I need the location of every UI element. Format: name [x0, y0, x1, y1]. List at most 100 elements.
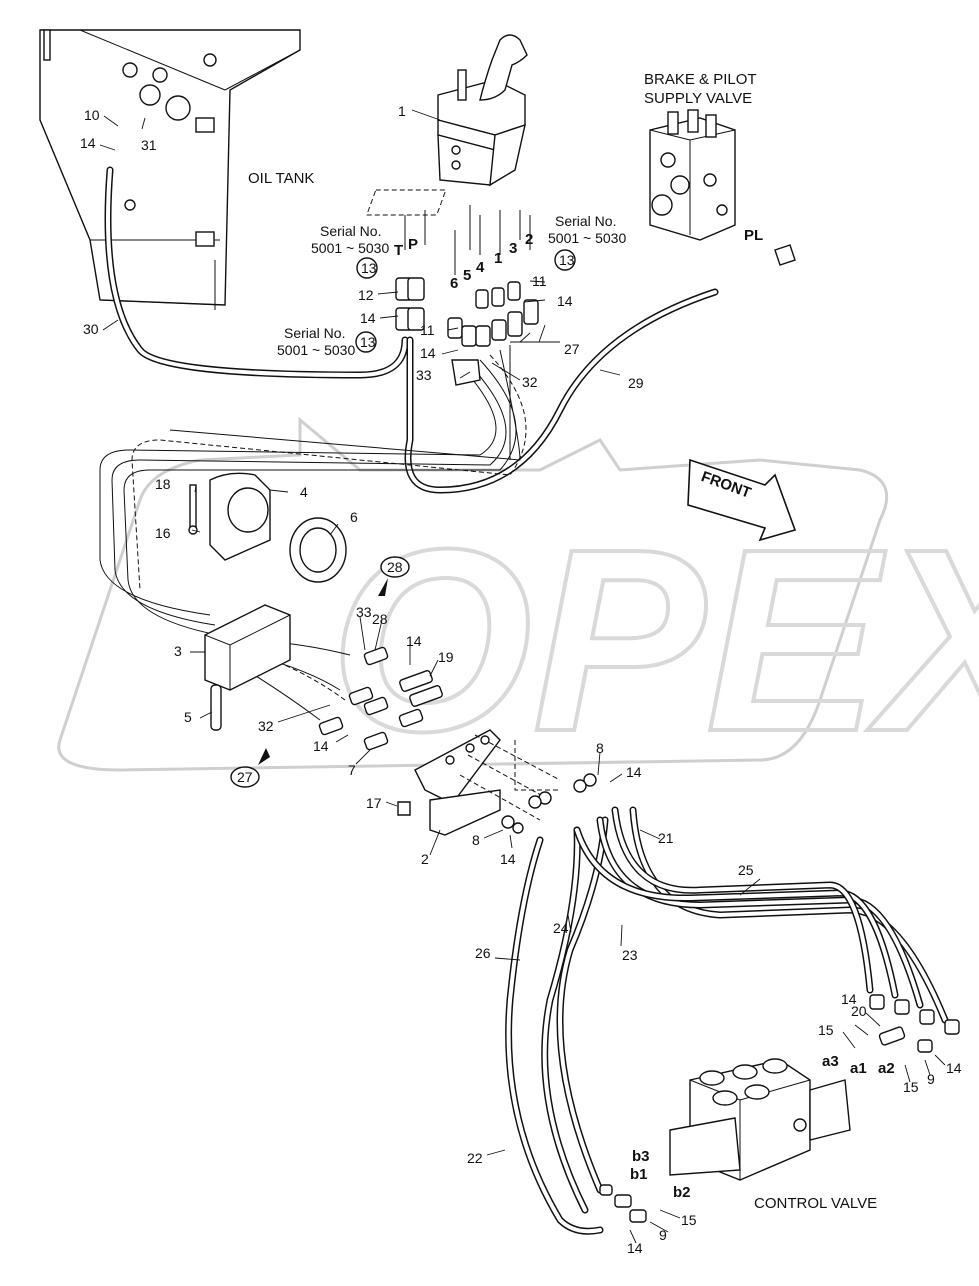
callout: 15: [681, 1212, 697, 1228]
pilot-joystick: [366, 34, 528, 216]
callout: 30: [83, 321, 99, 337]
callout: 14: [841, 991, 857, 1007]
port-label-b3: b3: [632, 1148, 650, 1165]
callout: 26: [475, 945, 491, 961]
circle-callout-icon: [356, 257, 378, 279]
circle-callouts: [230, 249, 576, 788]
callout: 28: [372, 611, 388, 627]
port-label-p: P: [408, 236, 418, 253]
callout: 11: [532, 273, 547, 289]
callout: 13: [361, 260, 377, 276]
clamp-parts: [188, 472, 347, 731]
callout: 17: [366, 795, 382, 811]
arrow-callout-icon: [378, 578, 388, 596]
front-arrow-icon: FRONT: [687, 458, 797, 542]
port-label-6: 6: [450, 275, 458, 292]
serial-1-range: 5001 ~ 5030: [311, 240, 389, 256]
callout: 14: [313, 738, 329, 754]
port-label-3: 3: [509, 240, 517, 257]
callout: 11: [420, 322, 435, 338]
port-labels: T P 6 5 4 1 3 2 a1 a2 a3 b1 b2 b3: [394, 231, 895, 1201]
arrow-callout-icon: [258, 748, 270, 765]
callout: 14: [946, 1060, 962, 1076]
callout: 21: [658, 830, 674, 846]
callout: 12: [358, 287, 374, 303]
callout: 33: [416, 367, 432, 383]
joystick-fittings: [395, 205, 539, 386]
control-valve-label: CONTROL VALVE: [754, 1195, 877, 1212]
port-label-b1: b1: [630, 1166, 648, 1183]
port-label-2: 2: [525, 231, 533, 248]
watermark: OPEX: [57, 416, 979, 788]
callout: 3: [174, 643, 182, 659]
port-label-a1: a1: [850, 1060, 867, 1077]
circle-callout-icon: [230, 766, 260, 788]
callout: 2: [421, 851, 429, 867]
port-label-b2: b2: [673, 1184, 691, 1201]
port-label-a2: a2: [878, 1060, 895, 1077]
callout: 25: [738, 862, 754, 878]
brake-valve-title-1: BRAKE & PILOT: [644, 71, 757, 88]
callout: 28: [387, 559, 403, 575]
callout: 32: [258, 718, 274, 734]
callout: 16: [155, 525, 171, 541]
callout: 8: [596, 740, 604, 756]
callout: 1: [398, 103, 406, 119]
callout: 32: [522, 374, 538, 390]
callout: 14: [420, 345, 436, 361]
port-label-5: 5: [463, 267, 471, 284]
serial-2-prefix: Serial No.: [555, 213, 616, 229]
port-label-pl: PL: [744, 227, 763, 244]
bracket-plate: [397, 729, 561, 836]
callout: 15: [818, 1022, 834, 1038]
control-valve-hoses: [505, 806, 949, 1235]
callout: 13: [360, 334, 376, 350]
callout: 27: [237, 769, 253, 785]
port-label-4: 4: [476, 259, 485, 276]
callout: 29: [628, 375, 644, 391]
callout: 33: [356, 604, 372, 620]
callout: 20: [851, 1003, 867, 1019]
callout: 24: [553, 920, 569, 936]
callout: 14: [80, 135, 96, 151]
callout: 14: [406, 633, 422, 649]
watermark-text: OPEX: [330, 496, 979, 786]
circle-callout-icon: [355, 331, 377, 353]
callout: 18: [155, 476, 171, 492]
callout: 27: [564, 341, 580, 357]
brake-pilot-supply-valve: BRAKE & PILOT SUPPLY VALVE PL: [644, 71, 796, 266]
callout: 22: [467, 1150, 483, 1166]
callout: 4: [300, 484, 308, 500]
leader-lines: [99, 109, 946, 1244]
callout: 23: [622, 947, 638, 963]
callout: 14: [627, 1240, 643, 1256]
callout: 14: [360, 310, 376, 326]
callout: 19: [438, 649, 454, 665]
circle-callout-icon: [554, 249, 576, 271]
brake-valve-title-2: SUPPLY VALVE: [644, 90, 752, 107]
callout: 6: [350, 509, 358, 525]
oil-tank-label: OIL TANK: [248, 170, 314, 187]
port-label-t: T: [394, 242, 403, 259]
callout: 9: [659, 1227, 667, 1243]
callout: 10: [84, 107, 100, 123]
callout: 5: [184, 709, 192, 725]
serial-labels: Serial No. 5001 ~ 5030 Serial No. 5001 ~…: [277, 213, 626, 358]
circle-callout-icon: [380, 556, 410, 578]
callout: 31: [141, 137, 157, 153]
oil-tank: OIL TANK: [39, 29, 314, 310]
callout: 7: [348, 762, 356, 778]
serial-3-range: 5001 ~ 5030: [277, 342, 355, 358]
serial-1-prefix: Serial No.: [320, 223, 381, 239]
port-label-a3: a3: [822, 1053, 839, 1070]
callout: 13: [559, 252, 575, 268]
callout-numbers: 1 10 14 31 30 13 12 14 13 13 11 14 11 14…: [80, 103, 962, 1256]
callout: 14: [500, 851, 516, 867]
callout: 14: [626, 764, 642, 780]
port-label-1: 1: [494, 250, 502, 267]
bracket-fittings: [318, 646, 597, 834]
serial-2-range: 5001 ~ 5030: [548, 230, 626, 246]
serial-3-prefix: Serial No.: [284, 325, 345, 341]
control-valve-fittings: [599, 994, 960, 1223]
